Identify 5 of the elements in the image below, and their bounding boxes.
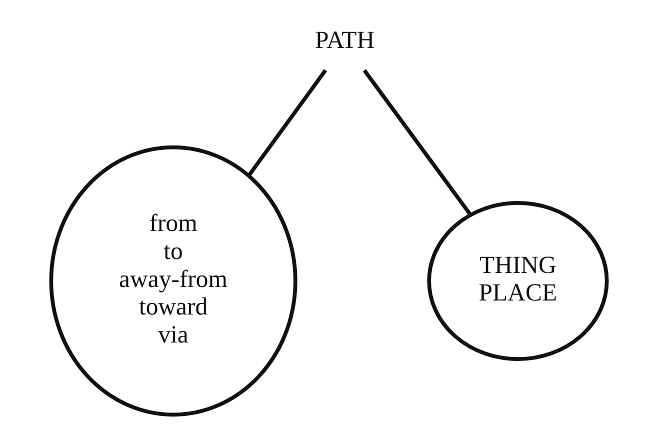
connector: [247, 69, 328, 177]
node-ellipse: THING PLACE: [427, 200, 609, 361]
connector: [362, 69, 472, 216]
node-text: PATH: [315, 27, 375, 54]
node-circle: from to away-from toward via: [49, 145, 298, 417]
